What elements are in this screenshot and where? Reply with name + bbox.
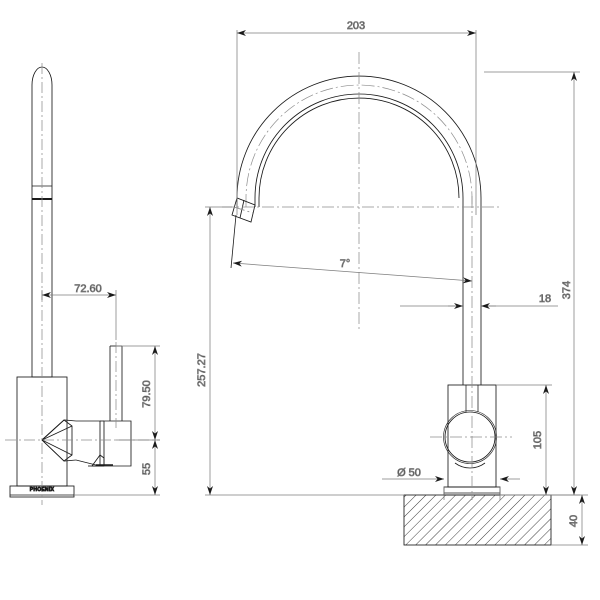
front-view [222,52,552,546]
dim-label-spout-outlet-height: 257.27 [196,353,208,387]
dim-spout-outlet-height: 257.27 [196,206,404,496]
dim-spout-reach: 203 [236,20,477,215]
dimension-layer: 203 374 257.27 7° 18 [41,20,588,546]
dim-tube-diameter: 18 [400,293,558,309]
dim-label-overall-height: 374 [561,281,573,299]
front-view-riser [462,207,482,385]
brand-label: PHOENIX [30,487,55,493]
bench-section [403,494,552,546]
side-view-lever-handle [41,345,132,467]
dim-handle-down-height: 55 [74,440,160,496]
dim-label-spout-angle: 7° [340,258,351,270]
dim-base-diameter: Ø 50 [382,467,520,500]
side-view: PHOENIX [5,63,160,505]
dim-handle-up-travel: 79.50 [116,345,160,441]
dim-body-height: 105 [496,384,552,496]
dim-spout-angle: 7° [232,258,473,284]
dim-label-body-height: 105 [532,431,544,449]
front-view-centerlines [222,52,512,500]
front-view-spout-outlet [230,197,256,269]
dim-label-bench-thickness: 40 [568,515,580,527]
dim-bench-thickness: 40 [551,494,588,546]
dim-label-base-diameter: Ø 50 [397,467,421,479]
dim-label-handle-up-travel: 79.50 [141,380,153,408]
dim-label-tube-diameter: 18 [539,293,551,305]
dim-label-handle-down-height: 55 [141,463,153,475]
dim-handle-reach: 72.60 [41,283,117,340]
dim-label-spout-reach: 203 [347,20,365,32]
dim-label-handle-reach: 72.60 [74,283,102,295]
